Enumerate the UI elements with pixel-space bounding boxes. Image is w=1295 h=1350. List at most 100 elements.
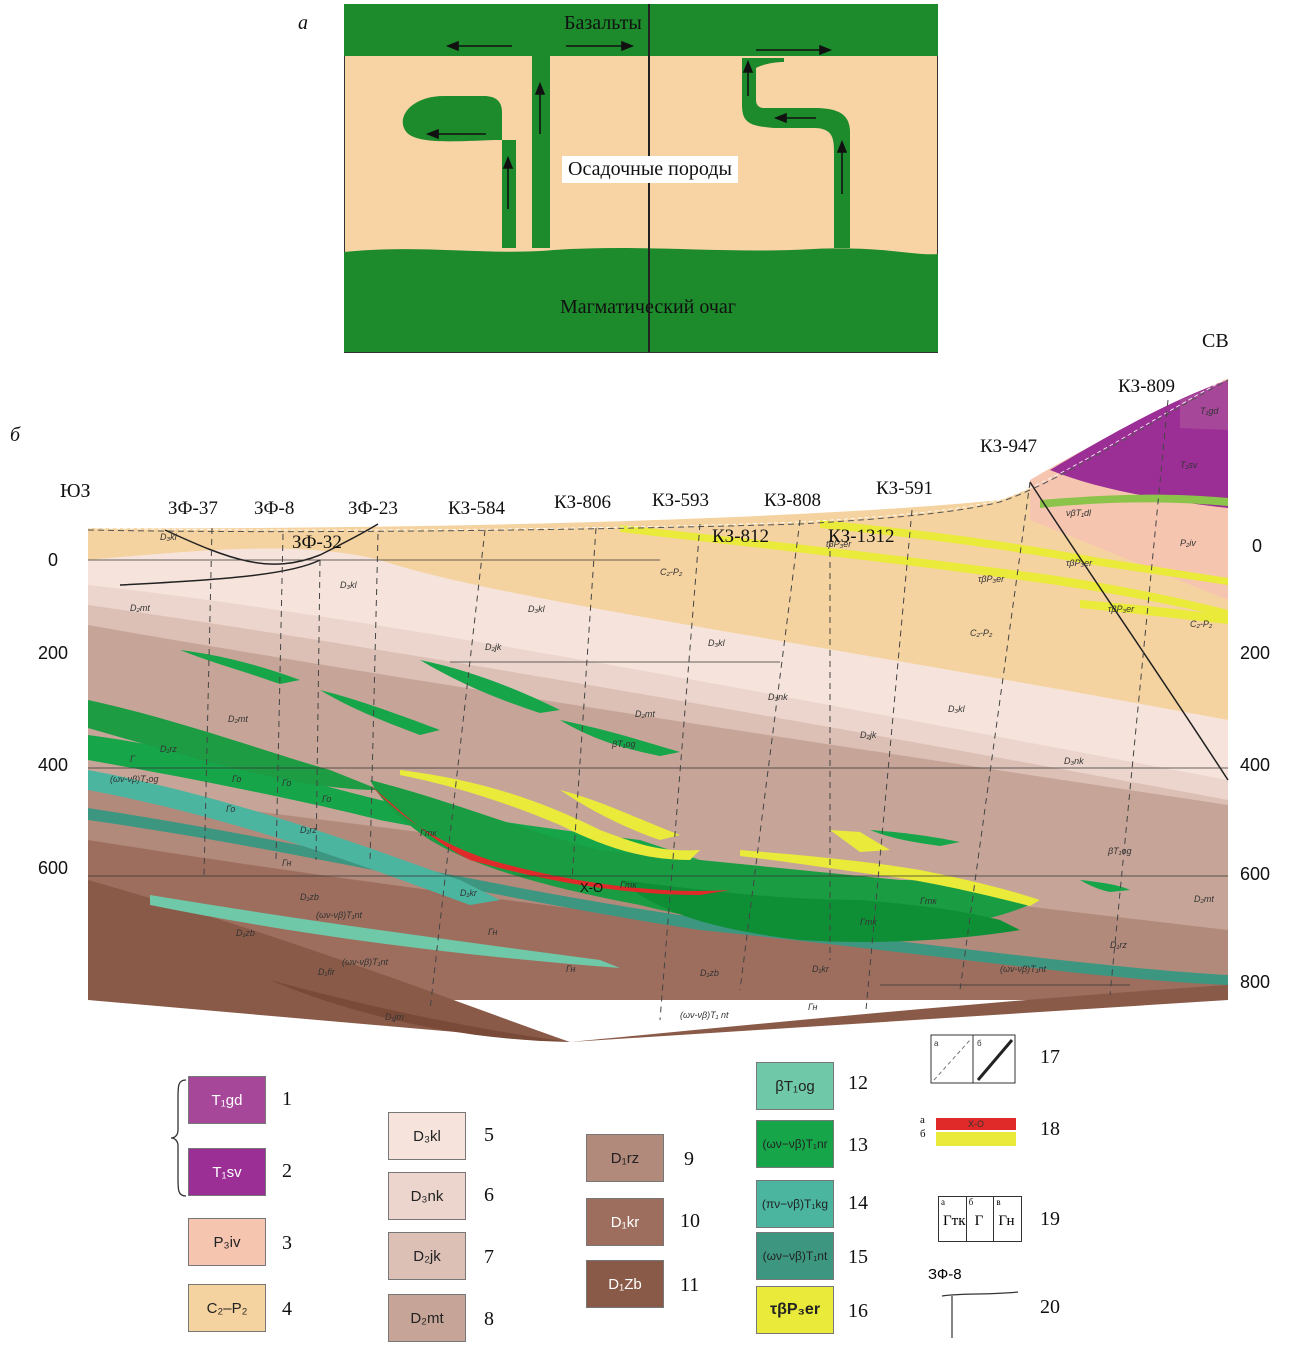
legend-20-label: ЗФ-8 bbox=[928, 1266, 962, 1283]
svg-text:Го: Го bbox=[232, 774, 241, 784]
legend-18-red: Х-О bbox=[936, 1118, 1016, 1130]
svg-text:D₃nk: D₃nk bbox=[768, 692, 788, 702]
well-label: КЗ-584 bbox=[448, 498, 506, 519]
sw-label: ЮЗ bbox=[60, 480, 91, 502]
legend-17-b: б bbox=[977, 1039, 982, 1048]
legend-swatch-14: (πν−νβ)T₁kg bbox=[756, 1180, 834, 1228]
svg-text:tβP₃er: tβP₃er bbox=[826, 539, 852, 549]
well-label: КЗ-808 bbox=[764, 490, 822, 511]
legend-num-2: 2 bbox=[282, 1160, 292, 1182]
legend-num-20: 20 bbox=[1040, 1296, 1060, 1318]
legend-swatch-16: τβP₃er bbox=[756, 1286, 834, 1334]
legend-swatch-12: βT₁og bbox=[756, 1062, 834, 1110]
legend-num-4: 4 bbox=[282, 1298, 292, 1320]
depth-left-0: 0 bbox=[48, 550, 59, 570]
svg-text:Го: Го bbox=[322, 794, 331, 804]
legend-19-box: а Гтк б Г в Гн bbox=[938, 1196, 1022, 1242]
legend-num-9: 9 bbox=[684, 1148, 694, 1170]
svg-text:Го: Го bbox=[226, 804, 235, 814]
legend-num-8: 8 bbox=[484, 1308, 494, 1330]
svg-text:D₂mt: D₂mt bbox=[1194, 894, 1214, 904]
well-label: ЗФ-32 bbox=[292, 532, 342, 553]
svg-text:D₃kl: D₃kl bbox=[160, 532, 178, 542]
legend-num-17: 17 bbox=[1040, 1046, 1060, 1068]
svg-text:Г: Г bbox=[130, 754, 136, 764]
well-label: КЗ-806 bbox=[554, 492, 612, 513]
legend-num-16: 16 bbox=[848, 1300, 868, 1322]
svg-text:T₁gd: T₁gd bbox=[1200, 406, 1219, 416]
depth-left-200: 200 bbox=[38, 643, 69, 663]
svg-text:Гн: Гн bbox=[488, 927, 498, 937]
svg-text:Гтк: Гтк bbox=[620, 880, 637, 890]
svg-text:Гн: Гн bbox=[282, 858, 292, 868]
legend-swatch-1: T₁gd bbox=[188, 1076, 266, 1124]
well-label: КЗ-809 bbox=[1118, 376, 1176, 397]
well-label: КЗ-593 bbox=[652, 490, 710, 511]
legend-18-b-label: б bbox=[920, 1128, 926, 1140]
legend-swatch-11: D₁Zb bbox=[586, 1260, 664, 1308]
legend-swatch-6: D₃nk bbox=[388, 1172, 466, 1220]
depth-left-600: 600 bbox=[38, 858, 69, 878]
legend-swatch-3: P₃iv bbox=[188, 1218, 266, 1266]
legend-num-1: 1 bbox=[282, 1088, 292, 1110]
svg-text:τβP₃er: τβP₃er bbox=[1108, 604, 1135, 614]
svg-text:D₁kr: D₁kr bbox=[460, 888, 478, 898]
legend-swatch-7: D₂jk bbox=[388, 1232, 466, 1280]
svg-text:Гн: Гн bbox=[566, 964, 576, 974]
svg-text:(ων-νβ)T₁nt: (ων-νβ)T₁nt bbox=[342, 957, 388, 967]
legend-19-sub-a: а bbox=[941, 1197, 945, 1207]
panel-a-label: а bbox=[298, 12, 308, 34]
svg-text:τβP₃er: τβP₃er bbox=[978, 574, 1005, 584]
svg-text:Гтк: Гтк bbox=[860, 917, 877, 927]
svg-text:Гтк: Гтк bbox=[420, 828, 437, 838]
svg-text:Го: Го bbox=[282, 778, 291, 788]
legend-num-14: 14 bbox=[848, 1192, 868, 1214]
svg-text:D₁jm: D₁jm bbox=[385, 1012, 404, 1022]
legend-num-19: 19 bbox=[1040, 1208, 1060, 1230]
depth-right-800: 800 bbox=[1240, 972, 1271, 992]
svg-text:(ων-νβ)T₁og: (ων-νβ)T₁og bbox=[110, 774, 159, 784]
legend-swatch-13: (ων−νβ)T₁nr bbox=[756, 1120, 834, 1168]
legend-num-10: 10 bbox=[680, 1210, 700, 1232]
svg-text:C₂-P₂: C₂-P₂ bbox=[970, 628, 993, 638]
svg-text:βT₁og: βT₁og bbox=[1107, 846, 1132, 856]
magma-label: Магматический очаг bbox=[560, 296, 736, 318]
legend-num-5: 5 bbox=[484, 1124, 494, 1146]
basalts-label: Базальты bbox=[564, 12, 642, 34]
sedimentary-label: Осадочные породы bbox=[562, 156, 738, 183]
legend-well-symbol bbox=[941, 1291, 1019, 1338]
svg-text:(ων-νβ)T₁nt: (ων-νβ)T₁nt bbox=[316, 910, 362, 920]
legend-fault-symbol: а б bbox=[930, 1034, 1016, 1084]
svg-text:Х-О: Х-О bbox=[580, 880, 603, 895]
panel-b-label: б bbox=[10, 424, 21, 446]
well-label: КЗ-591 bbox=[876, 478, 934, 499]
svg-text:D₁zb: D₁zb bbox=[300, 892, 319, 902]
svg-text:D₂mt: D₂mt bbox=[635, 709, 655, 719]
svg-text:C₂-P₂: C₂-P₂ bbox=[1190, 619, 1213, 629]
svg-text:D₁rz: D₁rz bbox=[160, 744, 177, 754]
svg-text:Гтк: Гтк bbox=[920, 896, 937, 906]
svg-text:D₂mt: D₂mt bbox=[228, 714, 248, 724]
depth-right-200: 200 bbox=[1240, 643, 1271, 663]
svg-text:τβP₃er: τβP₃er bbox=[1066, 558, 1093, 568]
well-label: КЗ-812 bbox=[712, 526, 770, 547]
svg-text:D₃kl: D₃kl bbox=[708, 638, 726, 648]
depth-right-600: 600 bbox=[1240, 864, 1271, 884]
legend-num-11: 11 bbox=[680, 1274, 700, 1296]
ne-label: СВ bbox=[1202, 330, 1229, 352]
svg-text:D₁rz: D₁rz bbox=[300, 825, 317, 835]
svg-text:νβT₁dl: νβT₁dl bbox=[1066, 508, 1092, 518]
legend-18-a-label: а bbox=[920, 1114, 925, 1126]
legend-num-7: 7 bbox=[484, 1246, 494, 1268]
legend-18-yellow bbox=[936, 1132, 1016, 1146]
well-label: КЗ-947 bbox=[980, 436, 1038, 457]
legend-num-12: 12 bbox=[848, 1072, 868, 1094]
depth-right-0: 0 bbox=[1252, 536, 1263, 556]
depth-right-400: 400 bbox=[1240, 755, 1271, 775]
svg-text:D₁kr: D₁kr bbox=[812, 964, 830, 974]
svg-text:P₂iv: P₂iv bbox=[1180, 538, 1196, 548]
legend-swatch-10: D₁kr bbox=[586, 1198, 664, 1246]
legend-num-3: 3 bbox=[282, 1232, 292, 1254]
legend-swatch-8: D₂mt bbox=[388, 1294, 466, 1342]
svg-text:D₂mt: D₂mt bbox=[130, 603, 150, 613]
